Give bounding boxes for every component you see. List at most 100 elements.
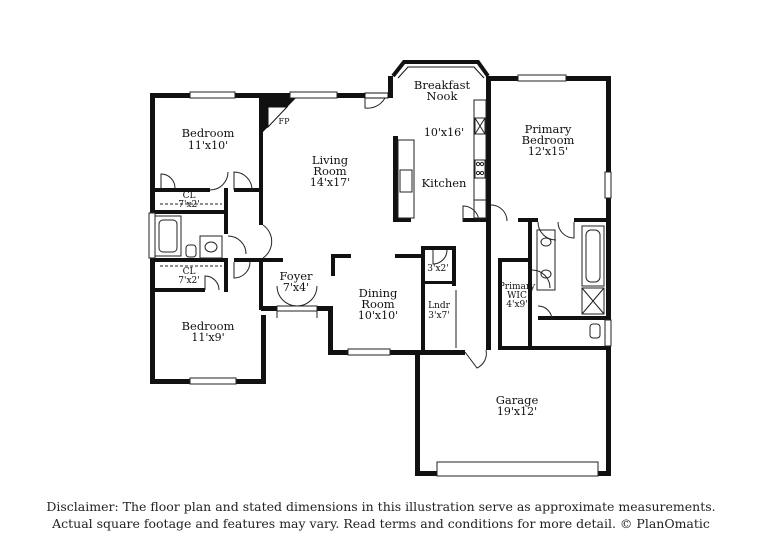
breakfast-nook-name-1: Breakfast [414, 78, 471, 92]
door-jamb [276, 311, 318, 318]
wall [452, 246, 456, 286]
wall [261, 306, 277, 311]
wall [518, 218, 538, 222]
window [289, 91, 338, 99]
wall [261, 315, 266, 384]
living-room-name-2: Room [313, 164, 347, 178]
refrigerator [473, 199, 487, 219]
wall [150, 379, 190, 384]
range [474, 159, 486, 179]
wall [606, 76, 611, 172]
closet-1-name: CL [183, 191, 196, 201]
wall [259, 93, 263, 225]
primary-bedroom-name-1: Primary [525, 122, 572, 136]
dishwasher-mark [474, 117, 486, 135]
wall [415, 471, 437, 476]
bedroom-1-dims: 11'x10' [188, 139, 228, 152]
wall [486, 76, 491, 246]
door-swing [227, 235, 247, 255]
burner [475, 161, 481, 167]
closet-2-name: CL [183, 267, 196, 277]
door-swing [537, 221, 557, 241]
wall [566, 76, 611, 81]
disclaimer-line-1: Disclaimer: The floor plan and stated di… [46, 499, 716, 514]
wall [263, 258, 283, 262]
door-swing [160, 173, 176, 189]
wall [150, 258, 228, 262]
door-swing [557, 221, 575, 239]
laundry-name: Lndr [428, 301, 451, 311]
primary-bedroom-dims: 12'x15' [528, 145, 568, 158]
burner [479, 170, 485, 176]
wall [150, 262, 155, 384]
toilet [589, 323, 601, 339]
wall [317, 306, 333, 311]
wall [150, 188, 210, 192]
wall [331, 254, 351, 258]
primary-wic-name-2: WIC [507, 291, 527, 301]
wall [488, 76, 518, 81]
wall [528, 222, 532, 350]
exterior-walls [150, 76, 611, 476]
primary-bedroom-name-2: Bedroom [522, 133, 575, 147]
kitchen-sink [399, 169, 413, 193]
wall [328, 350, 348, 355]
wall [538, 316, 611, 320]
bathtub-basin [158, 219, 178, 253]
bedroom-2-name: Bedroom [182, 319, 235, 333]
wall [224, 188, 228, 214]
window [517, 74, 567, 82]
bedroom-1-name: Bedroom [182, 126, 235, 140]
wall [598, 471, 611, 476]
door-swing [233, 171, 253, 191]
primary-tub-basin [585, 229, 601, 283]
dining-room-name-2: Room [361, 297, 395, 311]
foyer-name: Foyer [279, 269, 313, 283]
bedroom-2-dims: 11'x9' [191, 331, 224, 344]
wall [421, 246, 425, 355]
wall [606, 220, 611, 350]
wall [393, 218, 411, 222]
wall [234, 188, 263, 192]
door-swing [490, 204, 508, 222]
wall [337, 93, 365, 98]
primary-vanity [536, 229, 556, 291]
garage-door [436, 461, 599, 477]
fixtures [154, 99, 605, 339]
fireplace-hearth [267, 106, 289, 129]
bathtub [154, 215, 182, 257]
doors [160, 92, 575, 369]
door-swing [464, 349, 487, 369]
wall [234, 258, 263, 262]
kitchen-name: Kitchen [422, 176, 468, 190]
wall [224, 262, 228, 292]
wall [463, 218, 491, 222]
door-swing [233, 261, 251, 279]
garage-dims: 19'x12' [497, 405, 537, 418]
living-room-dims: 14'x17' [310, 176, 350, 189]
wall [331, 254, 335, 276]
window [347, 348, 391, 356]
door-swing [209, 171, 229, 191]
wall [388, 76, 393, 98]
breakfast-nook-dims: 10'x16' [424, 126, 464, 139]
toilet [185, 244, 197, 258]
window [189, 91, 236, 99]
door-swing [537, 305, 553, 321]
door-swing [531, 269, 551, 289]
door [364, 92, 389, 99]
pantry-dims: 3'x2' [427, 264, 448, 274]
kitchen-island [393, 136, 398, 222]
closet-2-dims: 7'x2' [178, 276, 199, 286]
wall [259, 258, 263, 310]
door-swing [432, 249, 448, 265]
wall [606, 346, 611, 476]
wall [390, 350, 465, 355]
wall [328, 306, 333, 355]
laundry-dims: 3'x7' [428, 311, 449, 321]
fireplace-label: FP [279, 117, 291, 126]
wall [224, 214, 228, 234]
window [148, 212, 156, 259]
wall [415, 350, 420, 476]
burner [479, 161, 485, 167]
